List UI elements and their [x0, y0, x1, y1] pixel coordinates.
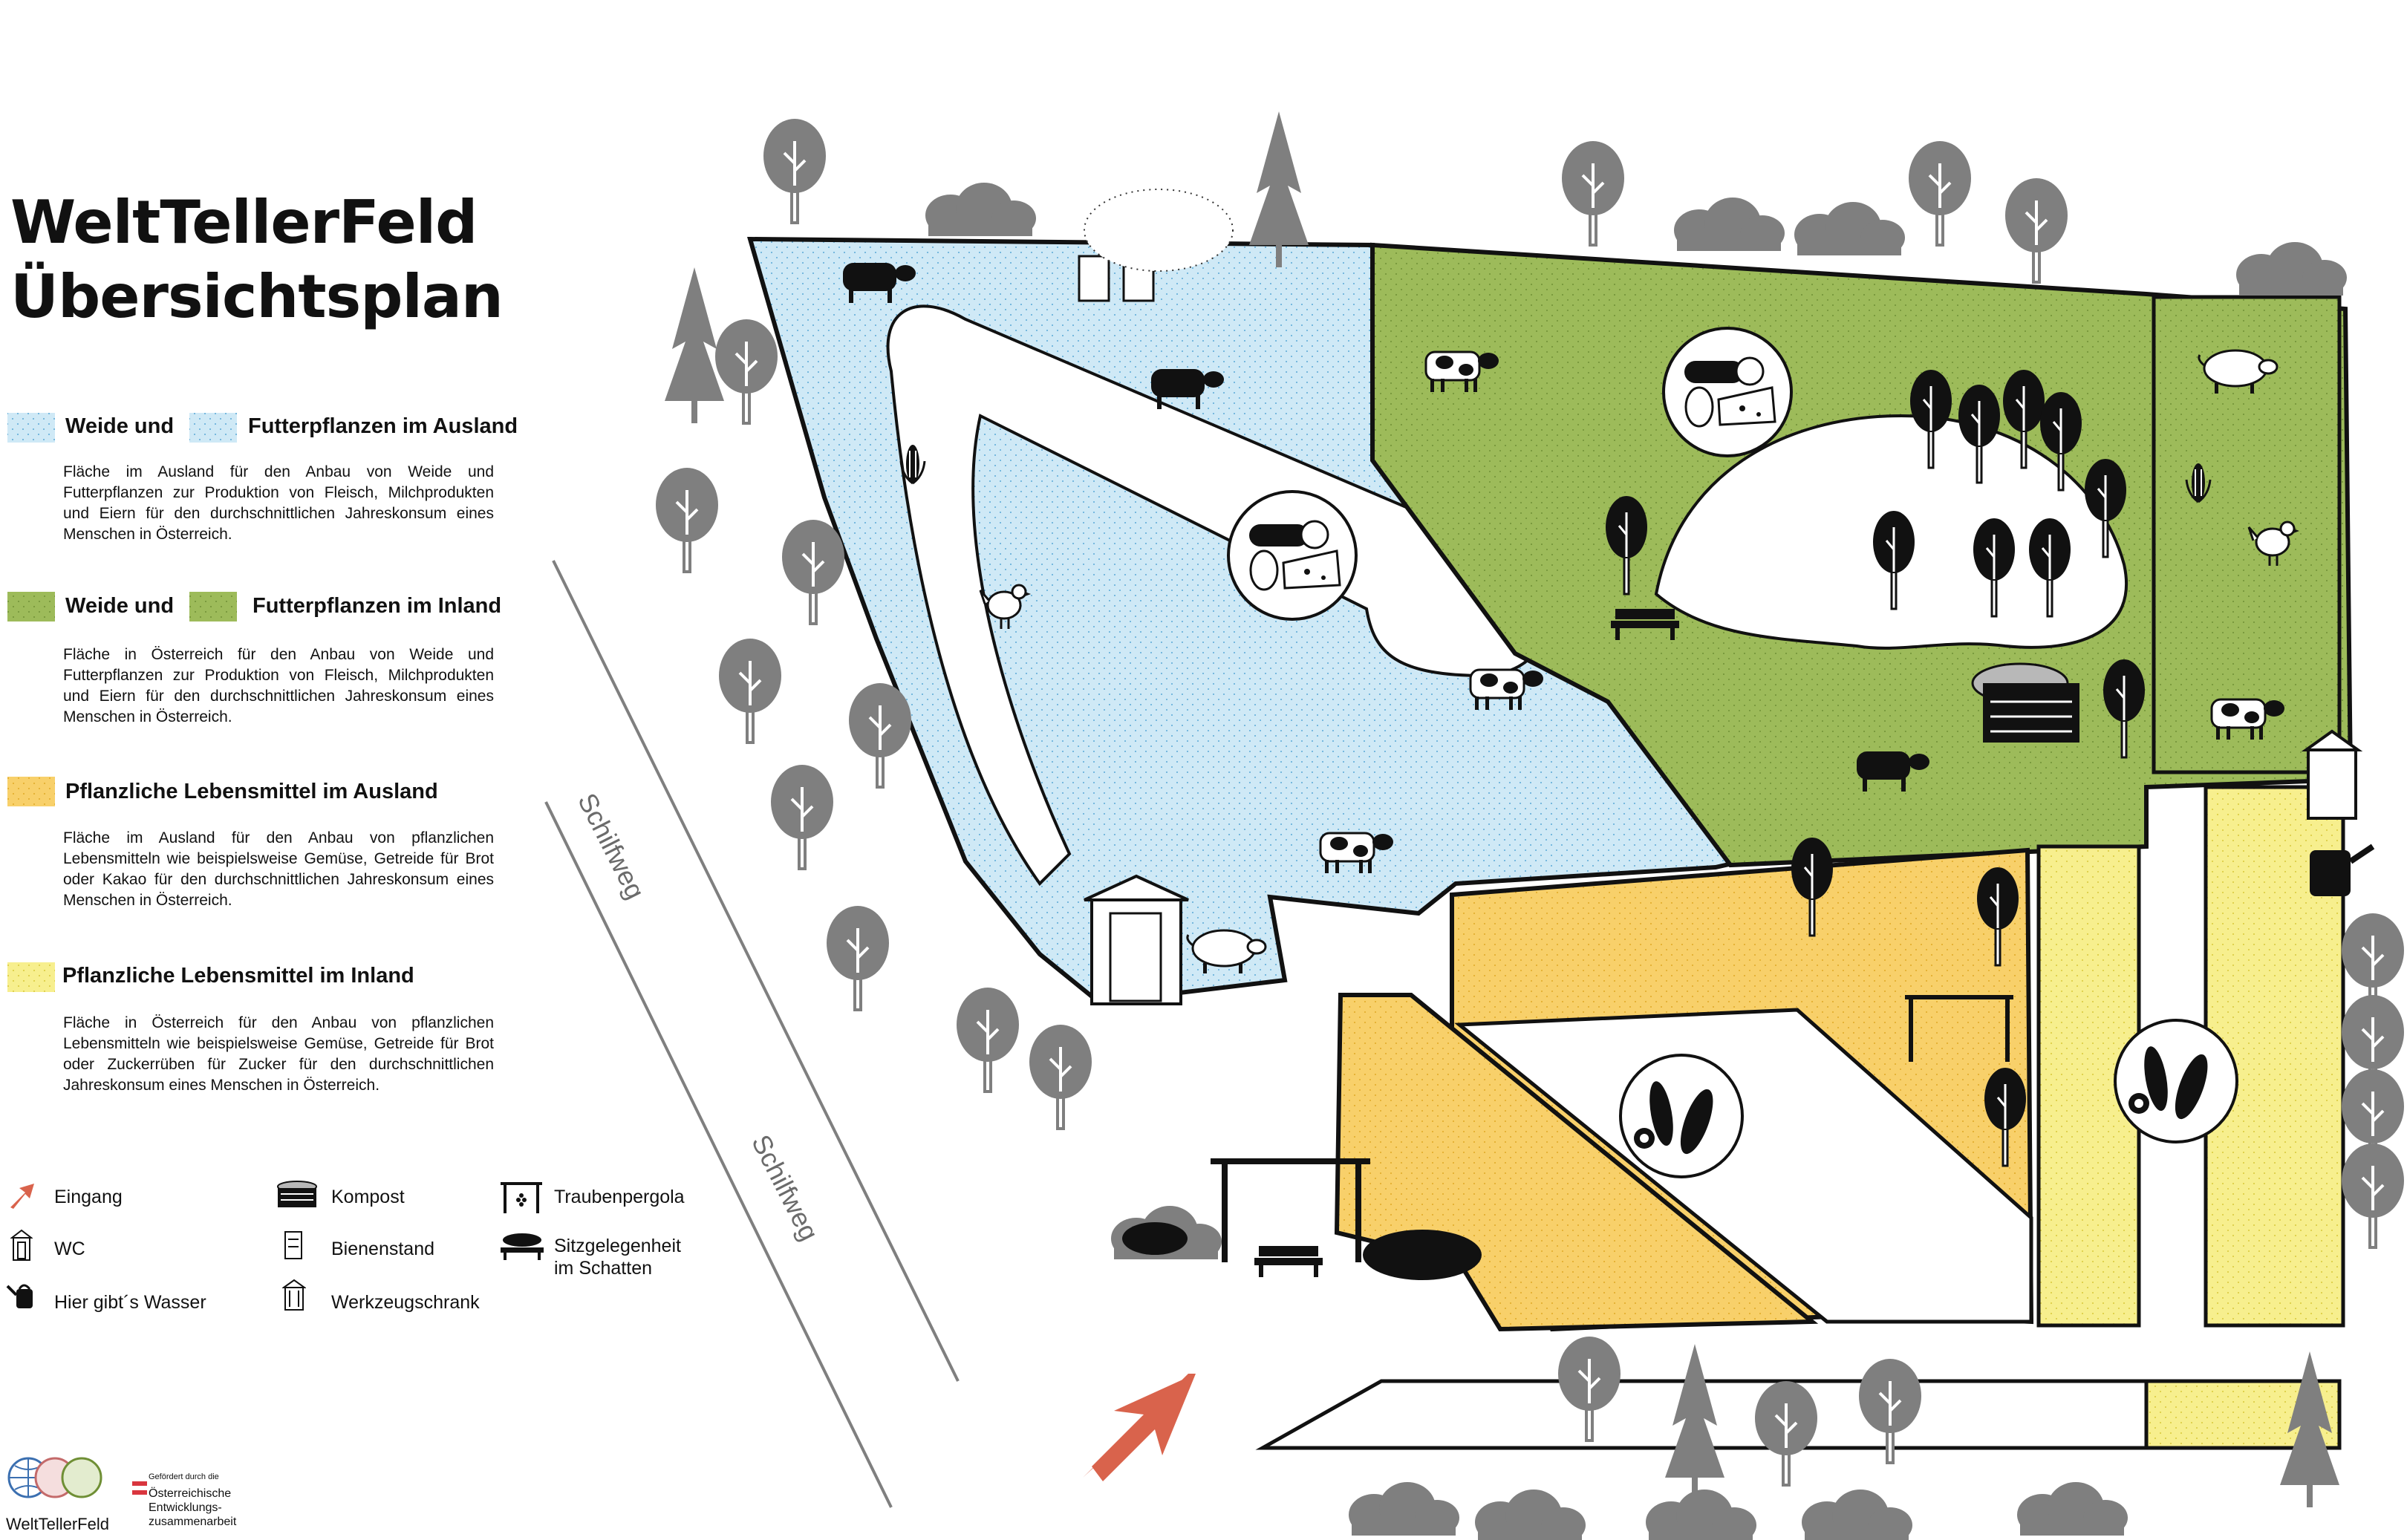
compost-icon: [277, 1181, 317, 1207]
symbol-toolshed-label: Werkzeugschrank: [331, 1292, 480, 1313]
pergola-icon: [501, 1182, 542, 1213]
legend-foreign-pasture-head-b: Futterpflanzen im Ausland: [248, 414, 518, 438]
toolshed-map-icon: [2301, 729, 2363, 820]
symbol-compost-label: Kompost: [331, 1187, 405, 1207]
beehive-icon: [284, 1231, 302, 1259]
symbol-beehive-label: Bienenstand: [331, 1239, 435, 1259]
legend-domestic-pasture-head-b: Futterpflanzen im Inland: [253, 594, 502, 618]
legend-foreign-pasture-head-a: Weide und: [65, 414, 175, 438]
wc-hut-icon: [1084, 874, 1189, 1005]
legend-domestic-plants-head: Pflanzliche Lebensmittel im Inland: [62, 964, 414, 988]
area-foreign-plants-mid: [1454, 1008, 2033, 1324]
beehive-icon: [1078, 255, 1110, 302]
symbol-pergola-label: Traubenpergola: [554, 1187, 685, 1207]
legend-domestic-plants-text: Fläche in Österreich für den Anbau von p…: [63, 1014, 494, 1094]
sponsor-line-2: Österreichische: [149, 1487, 232, 1500]
legend-foreign-pasture-text: Fläche im Ausland für den Anbau von Weid…: [63, 463, 494, 543]
welttellerfeld-logo: [7, 1457, 102, 1498]
sponsor-line-1: Gefördert durch die: [149, 1472, 219, 1481]
symbol-seat-label-1: Sitzgelegenheit: [554, 1236, 681, 1256]
legend-foreign-plants-text: Fläche im Ausland für den Anbau von pfla…: [63, 829, 494, 909]
symbol-wc-label: WC: [54, 1239, 85, 1259]
symbol-water-label: Hier gibt´s Wasser: [54, 1292, 206, 1313]
page-title: WeltTellerFeld Übersichtsplan: [10, 186, 504, 334]
symbol-entrance-label: Eingang: [54, 1187, 123, 1207]
logo-name: WeltTellerFeld: [6, 1515, 109, 1533]
legend-domestic-pasture-text: Fläche in Österreich für den Anbau von W…: [63, 646, 494, 725]
entrance-arrow-icon: [10, 1184, 34, 1209]
legend-domestic-pasture-head-a: Weide und: [65, 594, 175, 618]
entrance-arrow-map-icon: [1083, 1374, 1196, 1481]
title-line-2: Übersichtsplan: [10, 262, 504, 331]
compost-map-icon: [1971, 662, 2079, 743]
watering-can-map-icon: [2310, 844, 2375, 896]
wc-icon: [10, 1229, 33, 1261]
title-line-1: WeltTellerFeld: [10, 188, 478, 257]
toolshed-icon: [282, 1279, 306, 1311]
austria-flag-icon: [132, 1481, 147, 1495]
pergola-map-icon: [1211, 995, 2013, 1262]
bench-icon: [501, 1233, 544, 1260]
symbol-seat-label-2: im Schatten: [554, 1258, 653, 1279]
sponsor-line-3: Entwicklungs-: [149, 1501, 222, 1514]
sponsor-line-4: zusammenarbeit: [149, 1515, 237, 1528]
watering-can-icon: [6, 1284, 33, 1308]
legend-foreign-plants-head: Pflanzliche Lebensmittel im Ausland: [65, 780, 438, 803]
